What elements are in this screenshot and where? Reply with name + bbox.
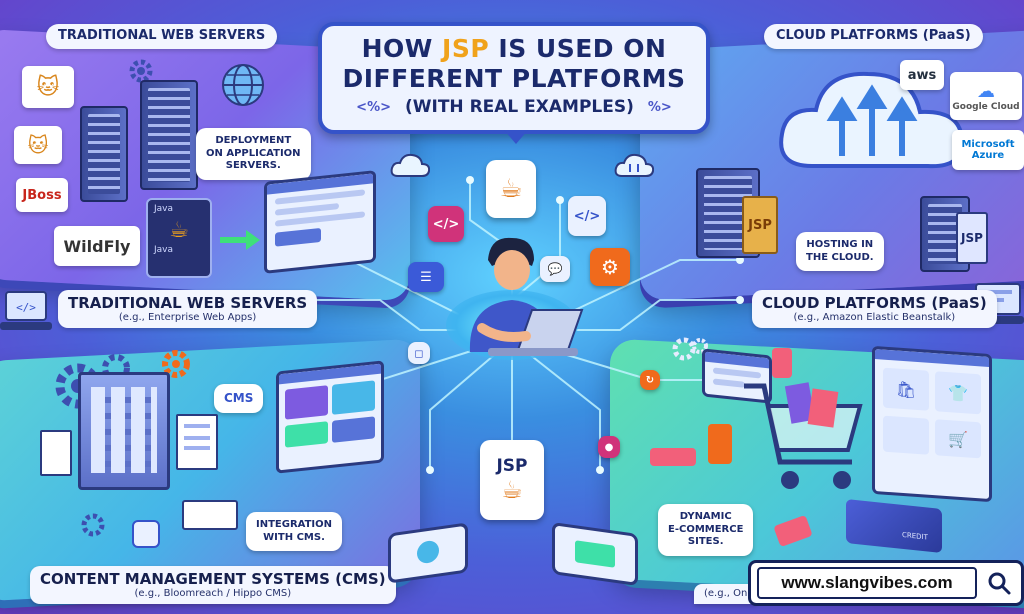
dot-icon: ● [598,436,620,458]
cms-browser-window [276,360,384,474]
gears-icon [672,337,708,361]
title-subtitle: <%> (WITH REAL EXAMPLES) %> [356,97,672,117]
bubble-hosting: HOSTING IN THE CLOUD. [796,232,884,271]
code-marker-left: <%> [356,99,391,115]
google-cloud-logo: ☁ Google Cloud [950,72,1022,120]
card-icon [182,500,238,530]
shopping-cart-icon [744,382,863,489]
browser-window [264,170,376,274]
title-pointer [504,130,528,144]
tomcat-logo-icon: 🐱 [22,66,74,108]
bubble-ecommerce: DYNAMIC E-COMMERCE SITES. [658,504,754,556]
java-cup-icon: ☕ [499,174,523,204]
document-icon [176,414,218,470]
price-tag-icon [772,348,792,378]
code-tile: </> [428,206,464,242]
cms-badge: CMS [214,384,264,413]
tshirt-icon: 👕 [935,371,981,415]
office-building-icon [78,372,170,490]
tag-icon [650,448,696,466]
code-marker-right: %> [647,99,672,115]
caption-cloud: CLOUD PLATFORMS (PaaS) (e.g., Amazon Ela… [752,290,997,328]
small-tile-icon: ◻ [408,342,430,364]
header-traditional-web-servers: TRADITIONAL WEB SERVERS [46,24,278,49]
jboss-logo: JBoss [16,178,68,212]
chat-icon: 💬 [540,256,570,282]
header-cloud-platforms: CLOUD PLATFORMS (PaaS) [764,24,983,49]
java-cup-icon: ☕ [169,218,189,243]
arrow-right-icon [220,230,260,250]
caption-traditional: TRADITIONAL WEB SERVERS (e.g., Enterpris… [58,290,318,328]
server-rack [140,80,198,190]
gear-icon: ⚙ [590,248,630,286]
title-line-2: DIFFERENT PLATFORMS [342,63,686,93]
cart-icon: 🛒 [935,419,981,459]
jsp-card: JSP ☕ [480,440,544,520]
google-cloud-icon: ☁ [977,80,995,102]
bubble-deployment: DEPLOYMENT ON APPLICATION SERVERS. [196,128,311,180]
phone-device-icon [708,424,732,464]
server-rack [80,106,128,202]
title-line-1: HOW JSP IS USED ON [361,34,667,63]
caption-ecommerce: (e.g., On [694,584,758,604]
gear-icon [81,513,105,537]
globe-icon [222,64,264,106]
document-icon [40,430,72,476]
jsp-server-label: JSP [742,196,778,254]
jsp-server-label: JSP [956,212,988,264]
cloud-small-icon [390,153,430,177]
search-icon[interactable] [977,565,1021,601]
java-code-panel: Java ☕ Java [146,198,212,278]
wildfly-logo: WildFly [54,226,140,266]
caption-cms: CONTENT MANAGEMENT SYSTEMS (CMS) (e.g., … [30,566,396,604]
developer-with-laptop [469,237,584,356]
title-highlight: JSP [442,34,490,63]
azure-logo: Microsoft Azure [952,130,1024,170]
java-cup-icon: ☕ [501,476,523,504]
bubble-integration: INTEGRATION WITH CMS. [246,512,343,551]
java-logo-card: ☕ [486,160,536,218]
cloud-sync-icon [614,153,654,177]
plugin-icon [132,520,160,548]
aws-logo: aws [900,60,944,90]
cloud-icon [779,71,965,169]
watermark-url[interactable]: www.slangvibes.com [757,567,977,599]
list-icon: ☰ [408,262,444,292]
gear-orange-icon [162,350,190,378]
tomcat-logo-icon: 🐱 [14,126,62,164]
code-tile: </> [568,196,606,236]
watermark-url-bar[interactable]: www.slangvibes.com [748,560,1024,606]
ecommerce-browser-window: 🛍 👕 🛒 [872,345,992,503]
shopping-bag-icon: 🛍 [883,367,929,411]
laptop-code-icon: </> [0,291,52,330]
svg-text:</>: </> [16,301,36,314]
title-box: HOW JSP IS USED ON DIFFERENT PLATFORMS <… [318,22,710,144]
refresh-icon: ↻ [640,370,660,390]
